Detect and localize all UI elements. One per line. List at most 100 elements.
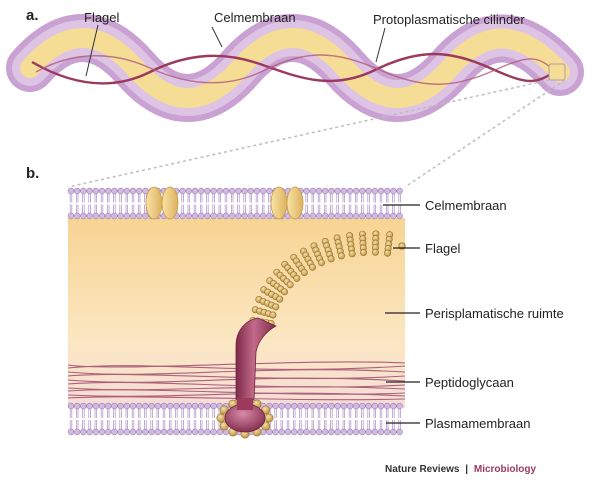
lipid-head [236,188,242,194]
lipid-head [391,403,397,409]
lipid-head [136,429,142,435]
lipid-head [273,429,279,435]
lipid-head [205,213,211,219]
lipid-head [143,403,149,409]
lipid-head [155,403,161,409]
lipid-head [68,403,74,409]
lipid-head [186,429,192,435]
lipid-head [304,429,310,435]
lipid-head [180,213,186,219]
lipid-head [378,213,384,219]
lipid-head [248,188,254,194]
lipid-head [372,403,378,409]
lipid-head [93,188,99,194]
lipid-head [217,188,223,194]
lipid-head [378,188,384,194]
lipid-head [161,429,167,435]
lipid-head [205,403,211,409]
filament-bead [384,250,390,256]
lipid-head [242,188,248,194]
filament-bead [287,282,293,288]
lipid-head [174,403,180,409]
lipid-head [316,429,322,435]
lipid-head [130,213,136,219]
lipid-head [74,188,80,194]
lipid-head [105,403,111,409]
lipid-head [174,429,180,435]
lipid-head [167,429,173,435]
lipid-head [360,188,366,194]
lipid-head [397,429,403,435]
lipid-head [360,213,366,219]
lipid-head [316,188,322,194]
lipid-head [118,213,124,219]
lipid-head [279,403,285,409]
filament-bead [270,312,276,318]
lipid-head [99,188,105,194]
lipid-head [322,188,328,194]
lipid-head [353,403,359,409]
lipid-head [192,213,198,219]
lipid-head [192,429,198,435]
lipid-head [149,429,155,435]
lipid-head [335,429,341,435]
lipid-head [329,403,335,409]
lipid-head [353,213,359,219]
lipid-head [87,188,93,194]
lipid-head [310,429,316,435]
outer-membrane-tails [70,194,400,213]
lipid-head [310,188,316,194]
lipid-head [397,188,403,194]
lipid-head [384,188,390,194]
credit-section: Microbiology [474,464,537,475]
lipid-head [316,213,322,219]
credit-journal: Nature Reviews [385,464,460,475]
lipid-head [372,213,378,219]
outer-membrane [68,188,405,219]
lipid-head [93,429,99,435]
lipid-head [384,403,390,409]
label-peptidoglycan-b: Peptidoglycaan [425,375,514,390]
lipid-head [254,213,260,219]
lipid-head [223,188,229,194]
filament-bead [338,253,344,259]
lipid-head [329,429,335,435]
lipid-head [205,429,211,435]
lipid-head [93,403,99,409]
lipid-head [198,403,204,409]
lipid-head [124,213,130,219]
lipid-head [310,213,316,219]
lipid-head [291,403,297,409]
filament-bead [372,249,378,255]
lipid-head [99,429,105,435]
panel-a-label: a. [26,7,39,24]
lipid-head [260,213,266,219]
lipid-head [254,188,260,194]
filament-bead [301,269,307,275]
lipid-head [285,403,291,409]
lipid-head [397,403,403,409]
leader-cilinder-a [376,28,385,62]
ring-bead [217,414,225,422]
lipid-head [81,188,87,194]
lipid-head [68,213,74,219]
lipid-head [217,213,223,219]
label-celmembraan-b: Celmembraan [425,198,507,213]
lipid-head [211,188,217,194]
lipid-head [273,403,279,409]
zoom-box [549,64,565,80]
lipid-head [68,429,74,435]
lipid-head [112,429,118,435]
lipid-head [198,213,204,219]
lipid-head [180,188,186,194]
lipid-head [124,403,130,409]
lipid-head [391,429,397,435]
lipid-head [316,403,322,409]
lipid-head [186,403,192,409]
lipid-head [93,213,99,219]
lipid-head [372,429,378,435]
lipid-head [211,429,217,435]
lipid-head [360,429,366,435]
filament-bead [309,264,315,270]
